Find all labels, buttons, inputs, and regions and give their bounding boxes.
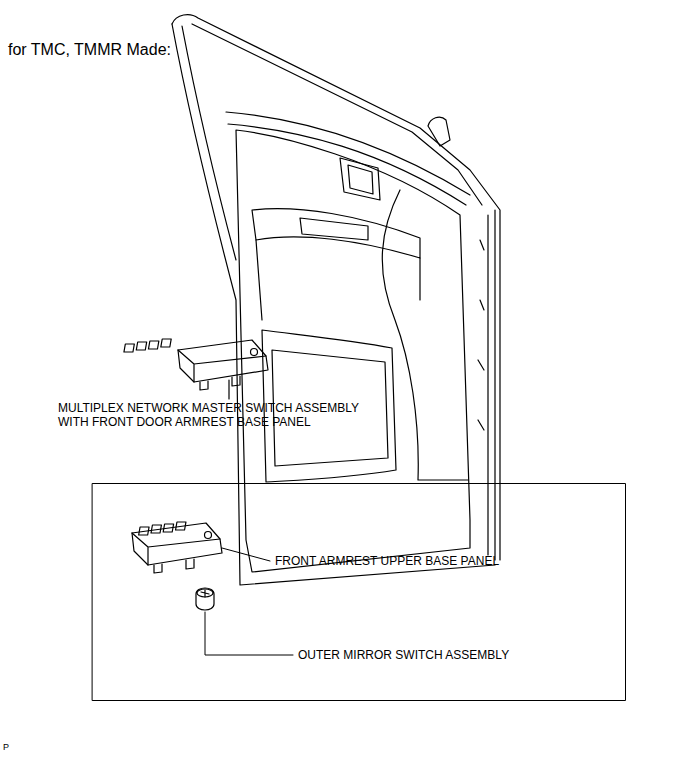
leader-line <box>205 612 293 655</box>
window-opening <box>192 24 482 205</box>
door-frame <box>172 15 500 560</box>
armrest <box>252 209 420 258</box>
title-text: for TMC, TMMR Made: <box>8 40 171 59</box>
detail-frame <box>93 484 626 701</box>
armrest-switch <box>300 218 368 240</box>
master-switch-part <box>124 339 268 390</box>
inside-handle <box>340 158 380 200</box>
leader-line <box>222 548 270 561</box>
trim-beltline <box>226 112 470 195</box>
window-opening <box>182 26 236 260</box>
part-label: FRONT ARMREST UPPER BASE PANEL <box>275 554 499 568</box>
leader-line <box>228 380 229 399</box>
door-front-edge <box>488 210 495 560</box>
part-label: OUTER MIRROR SWITCH ASSEMBLY <box>298 648 509 662</box>
mirror-bracket <box>428 117 450 146</box>
trim-panel <box>236 130 470 572</box>
trim-beltline <box>228 124 466 205</box>
part-label: MULTIPLEX NETWORK MASTER SWITCH ASSEMBLY… <box>58 401 368 429</box>
door-hinge-marks <box>478 240 484 430</box>
armrest-lines <box>256 240 420 320</box>
mirror-switch-part <box>196 588 214 610</box>
door-edge <box>172 24 495 585</box>
figure-code: P <box>3 742 9 753</box>
upper-base-panel-part <box>132 522 222 573</box>
